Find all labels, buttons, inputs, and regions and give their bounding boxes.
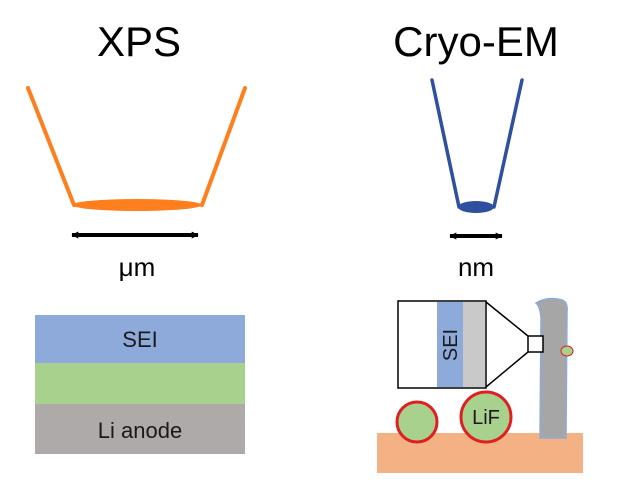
cryo-em-panel: Cryo-EM nm LiF SEI — [377, 18, 583, 473]
xps-scale-label: μm — [119, 252, 156, 282]
cryo-inset-sei-layer — [437, 302, 463, 387]
xps-beam-right-edge — [200, 86, 247, 207]
cryo-beam-cone — [430, 78, 524, 213]
cryo-beam-spot — [458, 201, 494, 213]
li-anode-layer-label: Li anode — [98, 418, 182, 443]
sei-layer — [35, 315, 245, 363]
cryo-inset: SEI — [397, 300, 544, 389]
li-anode-layer — [35, 404, 245, 454]
cryo-inset-sei-label: SEI — [440, 329, 462, 361]
cryo-beam-right-edge — [492, 78, 524, 209]
cryo-pillar — [534, 297, 568, 439]
cryo-pillar-particle — [560, 345, 574, 357]
xps-panel: XPS μm SEI Li anode — [26, 18, 247, 454]
cryo-inset-gray-layer — [463, 302, 485, 387]
middle-green-layer — [35, 363, 245, 404]
cryo-zoom-source-box — [527, 335, 544, 353]
cryo-zoom-line-bottom — [485, 351, 529, 388]
xps-beam-spot — [72, 199, 202, 211]
xps-layer-stack: SEI Li anode — [35, 315, 245, 454]
xps-beam-left-edge — [26, 86, 76, 207]
cryo-scale-label: nm — [458, 252, 494, 282]
xps-beam-cone — [26, 86, 247, 211]
xps-title: XPS — [97, 18, 181, 65]
sei-layer-label: SEI — [122, 327, 157, 352]
cryo-small-particle — [395, 400, 439, 444]
cryo-lif-particle — [459, 390, 513, 444]
cryo-lif-label: LiF — [472, 407, 500, 429]
cryo-beam-left-edge — [430, 78, 461, 209]
cryo-em-title: Cryo-EM — [393, 18, 559, 65]
cryo-zoom-line-top — [485, 301, 529, 337]
